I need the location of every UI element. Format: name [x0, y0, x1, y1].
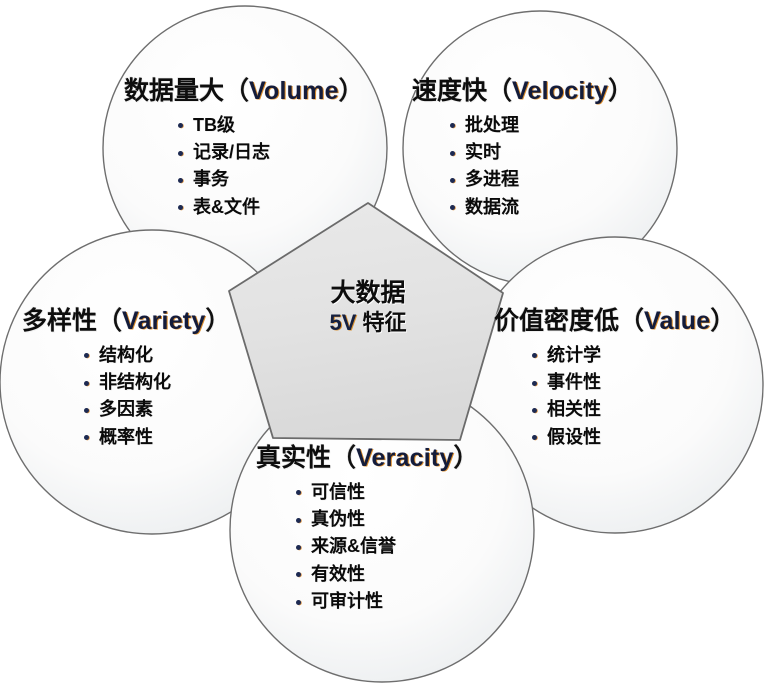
list-item: 统计学	[530, 342, 735, 369]
node-value-list: 统计学 事件性 相关性 假设性	[530, 342, 735, 451]
node-value-heading: 价值密度低（Value）	[494, 307, 736, 336]
list-item: 多因素	[82, 396, 230, 423]
node-veracity: 真实性（Veracity） 可信性 真伪性 来源&信誉 有效性 可审计性	[256, 444, 479, 616]
node-velocity-paren-close: ）	[608, 77, 634, 105]
node-veracity-heading-latin: Veracity	[356, 444, 454, 472]
node-veracity-heading-cjk: 真实性	[256, 444, 332, 472]
node-volume-paren-close: ）	[338, 77, 364, 105]
center-pentagon-label: 大数据 5V 特征	[252, 278, 484, 337]
node-value-paren-open: （	[619, 307, 645, 335]
node-volume-heading-cjk: 数据量大	[124, 77, 225, 105]
node-veracity-paren-open: （	[331, 444, 357, 472]
node-volume-heading: 数据量大（Volume）	[124, 77, 364, 106]
node-volume-list: TB级 记录/日志 事务 表&文件	[176, 112, 364, 221]
node-velocity-list: 批处理 实时 多进程 数据流	[448, 112, 633, 221]
list-item: 事务	[176, 166, 364, 193]
list-item: 可审计性	[294, 588, 479, 615]
node-variety-heading: 多样性（Variety）	[22, 307, 231, 336]
list-item: 假设性	[530, 424, 735, 451]
list-item: 相关性	[530, 396, 735, 423]
node-veracity-heading: 真实性（Veracity）	[256, 444, 479, 473]
list-item: 非结构化	[82, 369, 230, 396]
center-label-line1: 大数据	[330, 279, 406, 307]
list-item: 多进程	[448, 166, 633, 193]
node-variety-paren-open: （	[97, 307, 123, 335]
list-item: TB级	[176, 112, 364, 139]
list-item: 记录/日志	[176, 139, 364, 166]
list-item: 真伪性	[294, 506, 479, 533]
list-item: 表&文件	[176, 194, 364, 221]
center-label-line2: 5V 特征	[252, 309, 484, 338]
node-value-heading-cjk: 价值密度低	[494, 307, 620, 335]
node-variety-heading-cjk: 多样性	[22, 307, 98, 335]
list-item: 有效性	[294, 561, 479, 588]
node-value-heading-latin: Value	[644, 307, 711, 335]
node-variety-heading-latin: Variety	[122, 307, 206, 335]
node-veracity-paren-close: ）	[453, 444, 479, 472]
node-value-paren-close: ）	[710, 307, 736, 335]
list-item: 结构化	[82, 342, 230, 369]
node-velocity-heading-latin: Velocity	[512, 77, 609, 105]
list-item: 概率性	[82, 424, 230, 451]
node-variety: 多样性（Variety） 结构化 非结构化 多因素 概率性	[22, 307, 231, 451]
list-item: 数据流	[448, 194, 633, 221]
list-item: 实时	[448, 139, 633, 166]
node-veracity-list: 可信性 真伪性 来源&信誉 有效性 可审计性	[294, 479, 479, 616]
node-velocity-heading-cjk: 速度快	[412, 77, 488, 105]
node-volume-heading-latin: Volume	[249, 77, 339, 105]
list-item: 事件性	[530, 369, 735, 396]
node-velocity-paren-open: （	[487, 77, 513, 105]
node-variety-paren-close: ）	[205, 307, 231, 335]
center-pentagon	[228, 202, 504, 441]
center-label-5v: 5V	[329, 309, 357, 335]
node-velocity-heading: 速度快（Velocity）	[412, 77, 634, 106]
node-volume-paren-open: （	[224, 77, 250, 105]
node-value: 价值密度低（Value） 统计学 事件性 相关性 假设性	[494, 307, 736, 451]
center-label-suffix: 特征	[356, 309, 407, 335]
node-variety-list: 结构化 非结构化 多因素 概率性	[82, 342, 230, 451]
list-item: 来源&信誉	[294, 533, 479, 560]
node-velocity: 速度快（Velocity） 批处理 实时 多进程 数据流	[412, 77, 634, 221]
list-item: 批处理	[448, 112, 633, 139]
node-volume: 数据量大（Volume） TB级 记录/日志 事务 表&文件	[124, 77, 364, 221]
list-item: 可信性	[294, 479, 479, 506]
